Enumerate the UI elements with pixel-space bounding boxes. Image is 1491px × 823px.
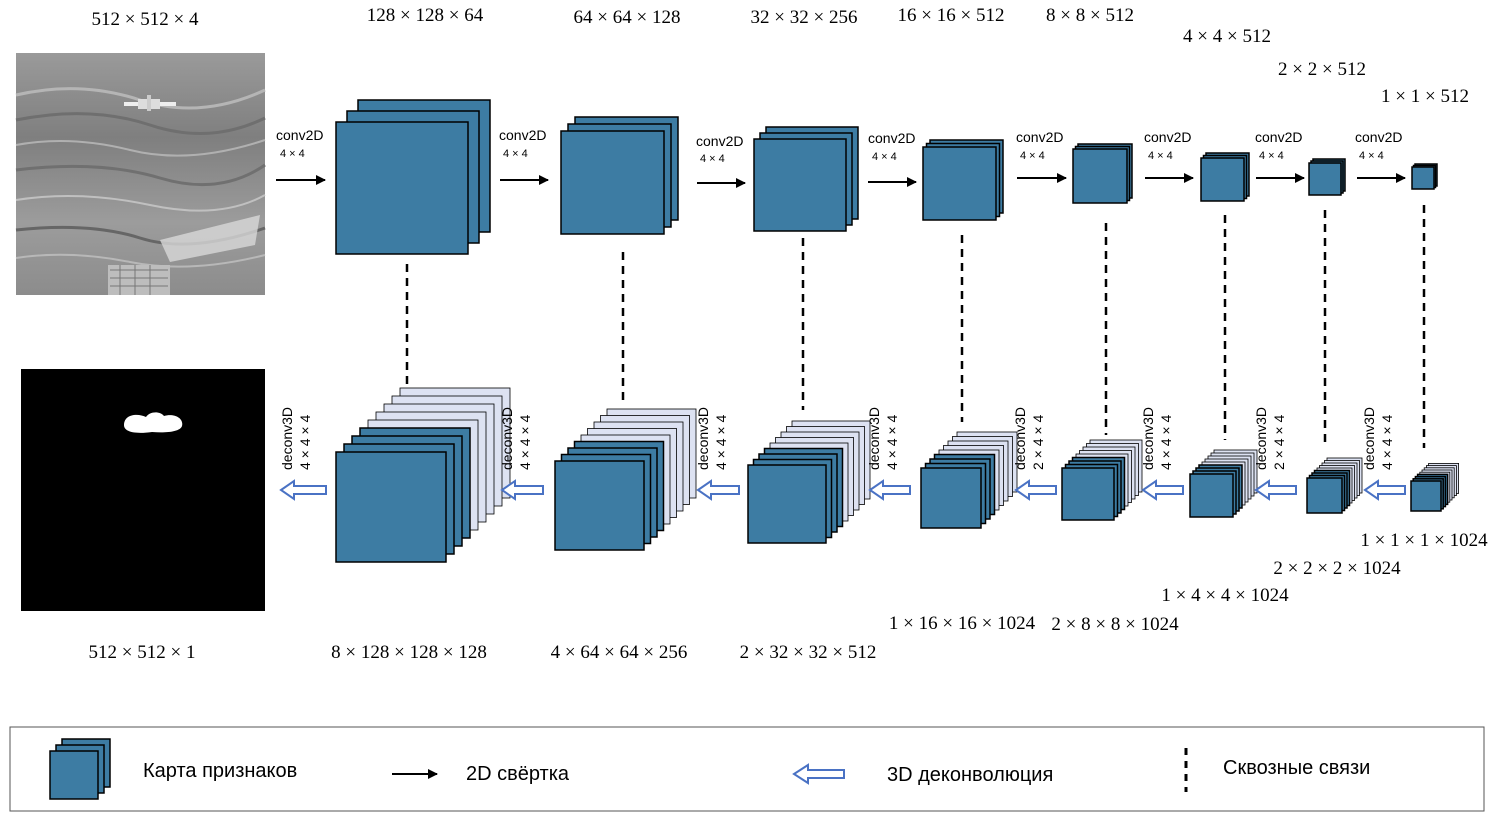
deconv3d-label: deconv3D — [1012, 407, 1028, 470]
decoder-feature-map — [920, 431, 1018, 529]
decoder-dim-label: 1 × 1 × 1 × 1024 — [1360, 530, 1488, 551]
encoder-dim-label: 8 × 8 × 512 — [1046, 5, 1134, 26]
deconv3d-label: deconv3D — [695, 407, 711, 470]
legend-feature-map-label: Карта признаков — [143, 760, 297, 782]
conv2d-label: conv2D — [276, 127, 323, 143]
legend-deconv3d-label: 3D деконволюция — [887, 764, 1053, 786]
decoder-dim-label: 1 × 16 × 16 × 1024 — [889, 613, 1036, 634]
input-dim-label: 512 × 512 × 4 — [92, 9, 199, 30]
conv2d-label: conv2D — [868, 130, 915, 146]
encoder-feature-map — [1308, 158, 1346, 196]
decoder-feature-map — [554, 408, 697, 551]
encoder-feature-map — [753, 126, 859, 232]
deconv3d-kernel-label: 4 × 4 × 4 — [713, 415, 729, 470]
conv2d-label: conv2D — [499, 127, 546, 143]
deconv3d-arrow — [1363, 479, 1406, 501]
conv2d-label: conv2D — [1016, 129, 1063, 145]
conv2d-kernel-label: 4 × 4 — [1148, 150, 1173, 162]
encoder-feature-map — [335, 99, 491, 255]
deconv3d-kernel-label: 2 × 4 × 4 — [1271, 415, 1287, 470]
decoder-feature-map — [1061, 439, 1143, 521]
encoder-feature-map — [1200, 152, 1250, 202]
encoder-dim-label: 128 × 128 × 64 — [367, 5, 484, 26]
conv2d-kernel-label: 4 × 4 — [503, 148, 528, 160]
deconv3d-kernel-label: 4 × 4 × 4 — [517, 415, 533, 470]
deconv3d-arrow — [500, 479, 544, 501]
deconv3d-arrow — [1014, 479, 1057, 501]
deconv3d-label: deconv3D — [499, 407, 515, 470]
dimension-labels: 512 × 512 × 4 512 × 512 × 1 128 × 128 × … — [89, 5, 1489, 663]
deconv3d-label: deconv3D — [279, 407, 295, 470]
conv2d-label: conv2D — [1355, 129, 1402, 145]
encoder-dim-label: 32 × 32 × 256 — [751, 7, 858, 28]
deconv3d-label: deconv3D — [1140, 407, 1156, 470]
output-mask — [21, 369, 265, 611]
decoder-feature-map — [1189, 449, 1258, 518]
decoder-dim-label: 4 × 64 × 64 × 256 — [551, 642, 688, 663]
legend-conv2d-label: 2D свёртка — [466, 763, 570, 785]
deconv3d-kernel-label: 4 × 4 × 4 — [884, 415, 900, 470]
encoder-feature-map — [1072, 143, 1133, 204]
output-dim-label: 512 × 512 × 1 — [89, 642, 196, 663]
encoder-feature-map — [560, 116, 679, 235]
decoder-dim-label: 2 × 2 × 2 × 1024 — [1273, 558, 1401, 579]
conv2d-kernel-label: 4 × 4 — [1359, 150, 1384, 162]
conv2d-kernel-label: 4 × 4 — [280, 148, 305, 160]
encoder-dim-label: 16 × 16 × 512 — [898, 5, 1005, 26]
deconv3d-kernel-label: 4 × 4 × 4 — [1158, 415, 1174, 470]
encoder-dim-label: 2 × 2 × 512 — [1278, 59, 1366, 80]
encoder-feature-map — [922, 139, 1004, 221]
conv2d-kernel-label: 4 × 4 — [1259, 150, 1284, 162]
mask-blob — [124, 412, 183, 433]
decoder-feature-map — [335, 387, 511, 563]
decoder-dim-label: 2 × 32 × 32 × 512 — [740, 642, 877, 663]
conv2d-kernel-label: 4 × 4 — [872, 151, 897, 163]
encoder-dim-label: 4 × 4 × 512 — [1183, 26, 1271, 47]
deconv3d-kernel-label: 4 × 4 × 4 — [1379, 415, 1395, 470]
aircraft-icon — [124, 95, 176, 111]
encoder-dim-label: 64 × 64 × 128 — [574, 7, 681, 28]
deconv3d-label: deconv3D — [1253, 407, 1269, 470]
decoder-feature-map — [747, 420, 871, 544]
decoder-dim-label: 8 × 128 × 128 × 128 — [331, 642, 487, 663]
encoder-feature-map — [1411, 163, 1438, 190]
deconv3d-label: deconv3D — [866, 407, 882, 470]
legend: Карта признаков 2D свёртка 3D деконволюц… — [9, 726, 1485, 812]
deconv3d-kernel-label: 2 × 4 × 4 — [1030, 415, 1046, 470]
deconv3d-kernel-label: 4 × 4 × 4 — [297, 415, 313, 470]
legend-feature-map-icon — [49, 738, 111, 800]
input-image — [15, 53, 266, 295]
conv2d-label: conv2D — [696, 133, 743, 149]
deconv3d-arrow — [1254, 479, 1297, 501]
decoder-dim-label: 1 × 4 × 4 × 1024 — [1161, 585, 1289, 606]
decoder-feature-map — [1306, 457, 1363, 514]
encoder-dim-label: 1 × 1 × 512 — [1381, 86, 1469, 107]
deconv3d-arrow — [1141, 479, 1184, 501]
decoder-dim-label: 2 × 8 × 8 × 1024 — [1051, 614, 1179, 635]
deconv3d-arrow — [279, 479, 327, 501]
deconv3d-label: deconv3D — [1361, 407, 1377, 470]
skip-connections — [405, 205, 1426, 448]
legend-skip-label: Сквозные связи — [1223, 757, 1370, 779]
decoder-feature-map — [1410, 462, 1459, 512]
legend-deconv3d-arrow — [792, 763, 845, 785]
conv2d-label: conv2D — [1255, 129, 1302, 145]
deconv3d-arrow — [868, 479, 911, 501]
conv2d-kernel-label: 4 × 4 — [700, 153, 725, 165]
conv2d-kernel-label: 4 × 4 — [1020, 150, 1045, 162]
deconv3d-arrow — [696, 479, 740, 501]
encoder: conv2D 4 × 4 conv2D 4 × 4 conv2D 4 × 4 conv2D 4… — [276, 99, 1438, 255]
conv2d-label: conv2D — [1144, 129, 1191, 145]
